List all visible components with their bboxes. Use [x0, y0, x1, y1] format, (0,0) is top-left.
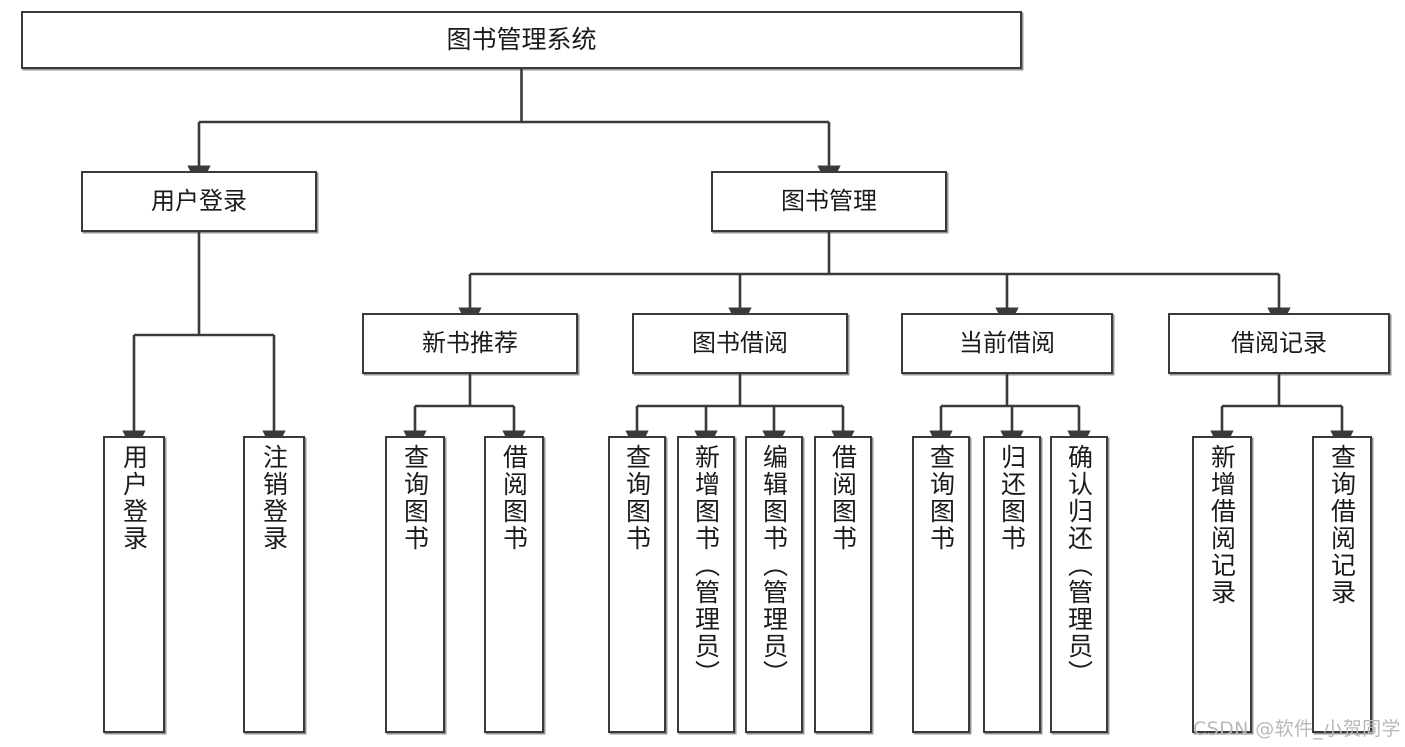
- node-l_add[interactable]: 新增图书（管理员）: [677, 436, 735, 733]
- node-l_logout[interactable]: 注销登录: [243, 436, 305, 733]
- node-l_b1[interactable]: 借阅图书: [484, 436, 544, 733]
- node-login[interactable]: 用户登录: [81, 171, 317, 232]
- node-l_b2[interactable]: 借阅图书: [814, 436, 872, 733]
- node-label: 当前借阅: [959, 329, 1055, 358]
- node-l_q2[interactable]: 查询图书: [608, 436, 666, 733]
- node-l_q3[interactable]: 查询图书: [912, 436, 970, 733]
- node-label: 新书推荐: [422, 329, 518, 358]
- node-l_addrec[interactable]: 新增借阅记录: [1192, 436, 1252, 733]
- node-label: 新增借阅记录: [1207, 444, 1237, 606]
- node-label: 注销登录: [259, 444, 289, 552]
- node-label: 图书管理系统: [446, 25, 597, 55]
- node-label: 借阅图书: [499, 444, 529, 552]
- node-label: 查询图书: [400, 444, 430, 552]
- node-label: 用户登录: [151, 187, 247, 216]
- node-borrow[interactable]: 图书借阅: [632, 313, 848, 374]
- node-label: 查询图书: [926, 444, 956, 552]
- node-label: 新增图书（管理员）: [691, 444, 721, 687]
- node-root[interactable]: 图书管理系统: [21, 11, 1022, 69]
- node-l_q1[interactable]: 查询图书: [385, 436, 445, 733]
- node-l_conf[interactable]: 确认归还（管理员）: [1050, 436, 1108, 733]
- node-label: 查询借阅记录: [1327, 444, 1357, 606]
- node-label: 归还图书: [997, 444, 1027, 552]
- node-current[interactable]: 当前借阅: [901, 313, 1113, 374]
- node-l_edit[interactable]: 编辑图书（管理员）: [745, 436, 803, 733]
- node-label: 图书借阅: [692, 329, 788, 358]
- node-label: 借阅记录: [1231, 329, 1327, 358]
- node-label: 图书管理: [781, 187, 877, 216]
- node-label: 查询图书: [622, 444, 652, 552]
- node-label: 借阅图书: [828, 444, 858, 552]
- node-label: 编辑图书（管理员）: [759, 444, 789, 687]
- node-records[interactable]: 借阅记录: [1168, 313, 1390, 374]
- node-label: 确认归还（管理员）: [1064, 444, 1094, 687]
- node-l_login[interactable]: 用户登录: [103, 436, 165, 733]
- node-bookmgmt[interactable]: 图书管理: [711, 171, 947, 232]
- node-label: 用户登录: [119, 444, 149, 552]
- node-l_ret[interactable]: 归还图书: [983, 436, 1041, 733]
- node-l_qrec[interactable]: 查询借阅记录: [1312, 436, 1372, 733]
- csdn-watermark: CSDN @软件_小贺同学: [1193, 718, 1401, 740]
- node-newbook[interactable]: 新书推荐: [362, 313, 578, 374]
